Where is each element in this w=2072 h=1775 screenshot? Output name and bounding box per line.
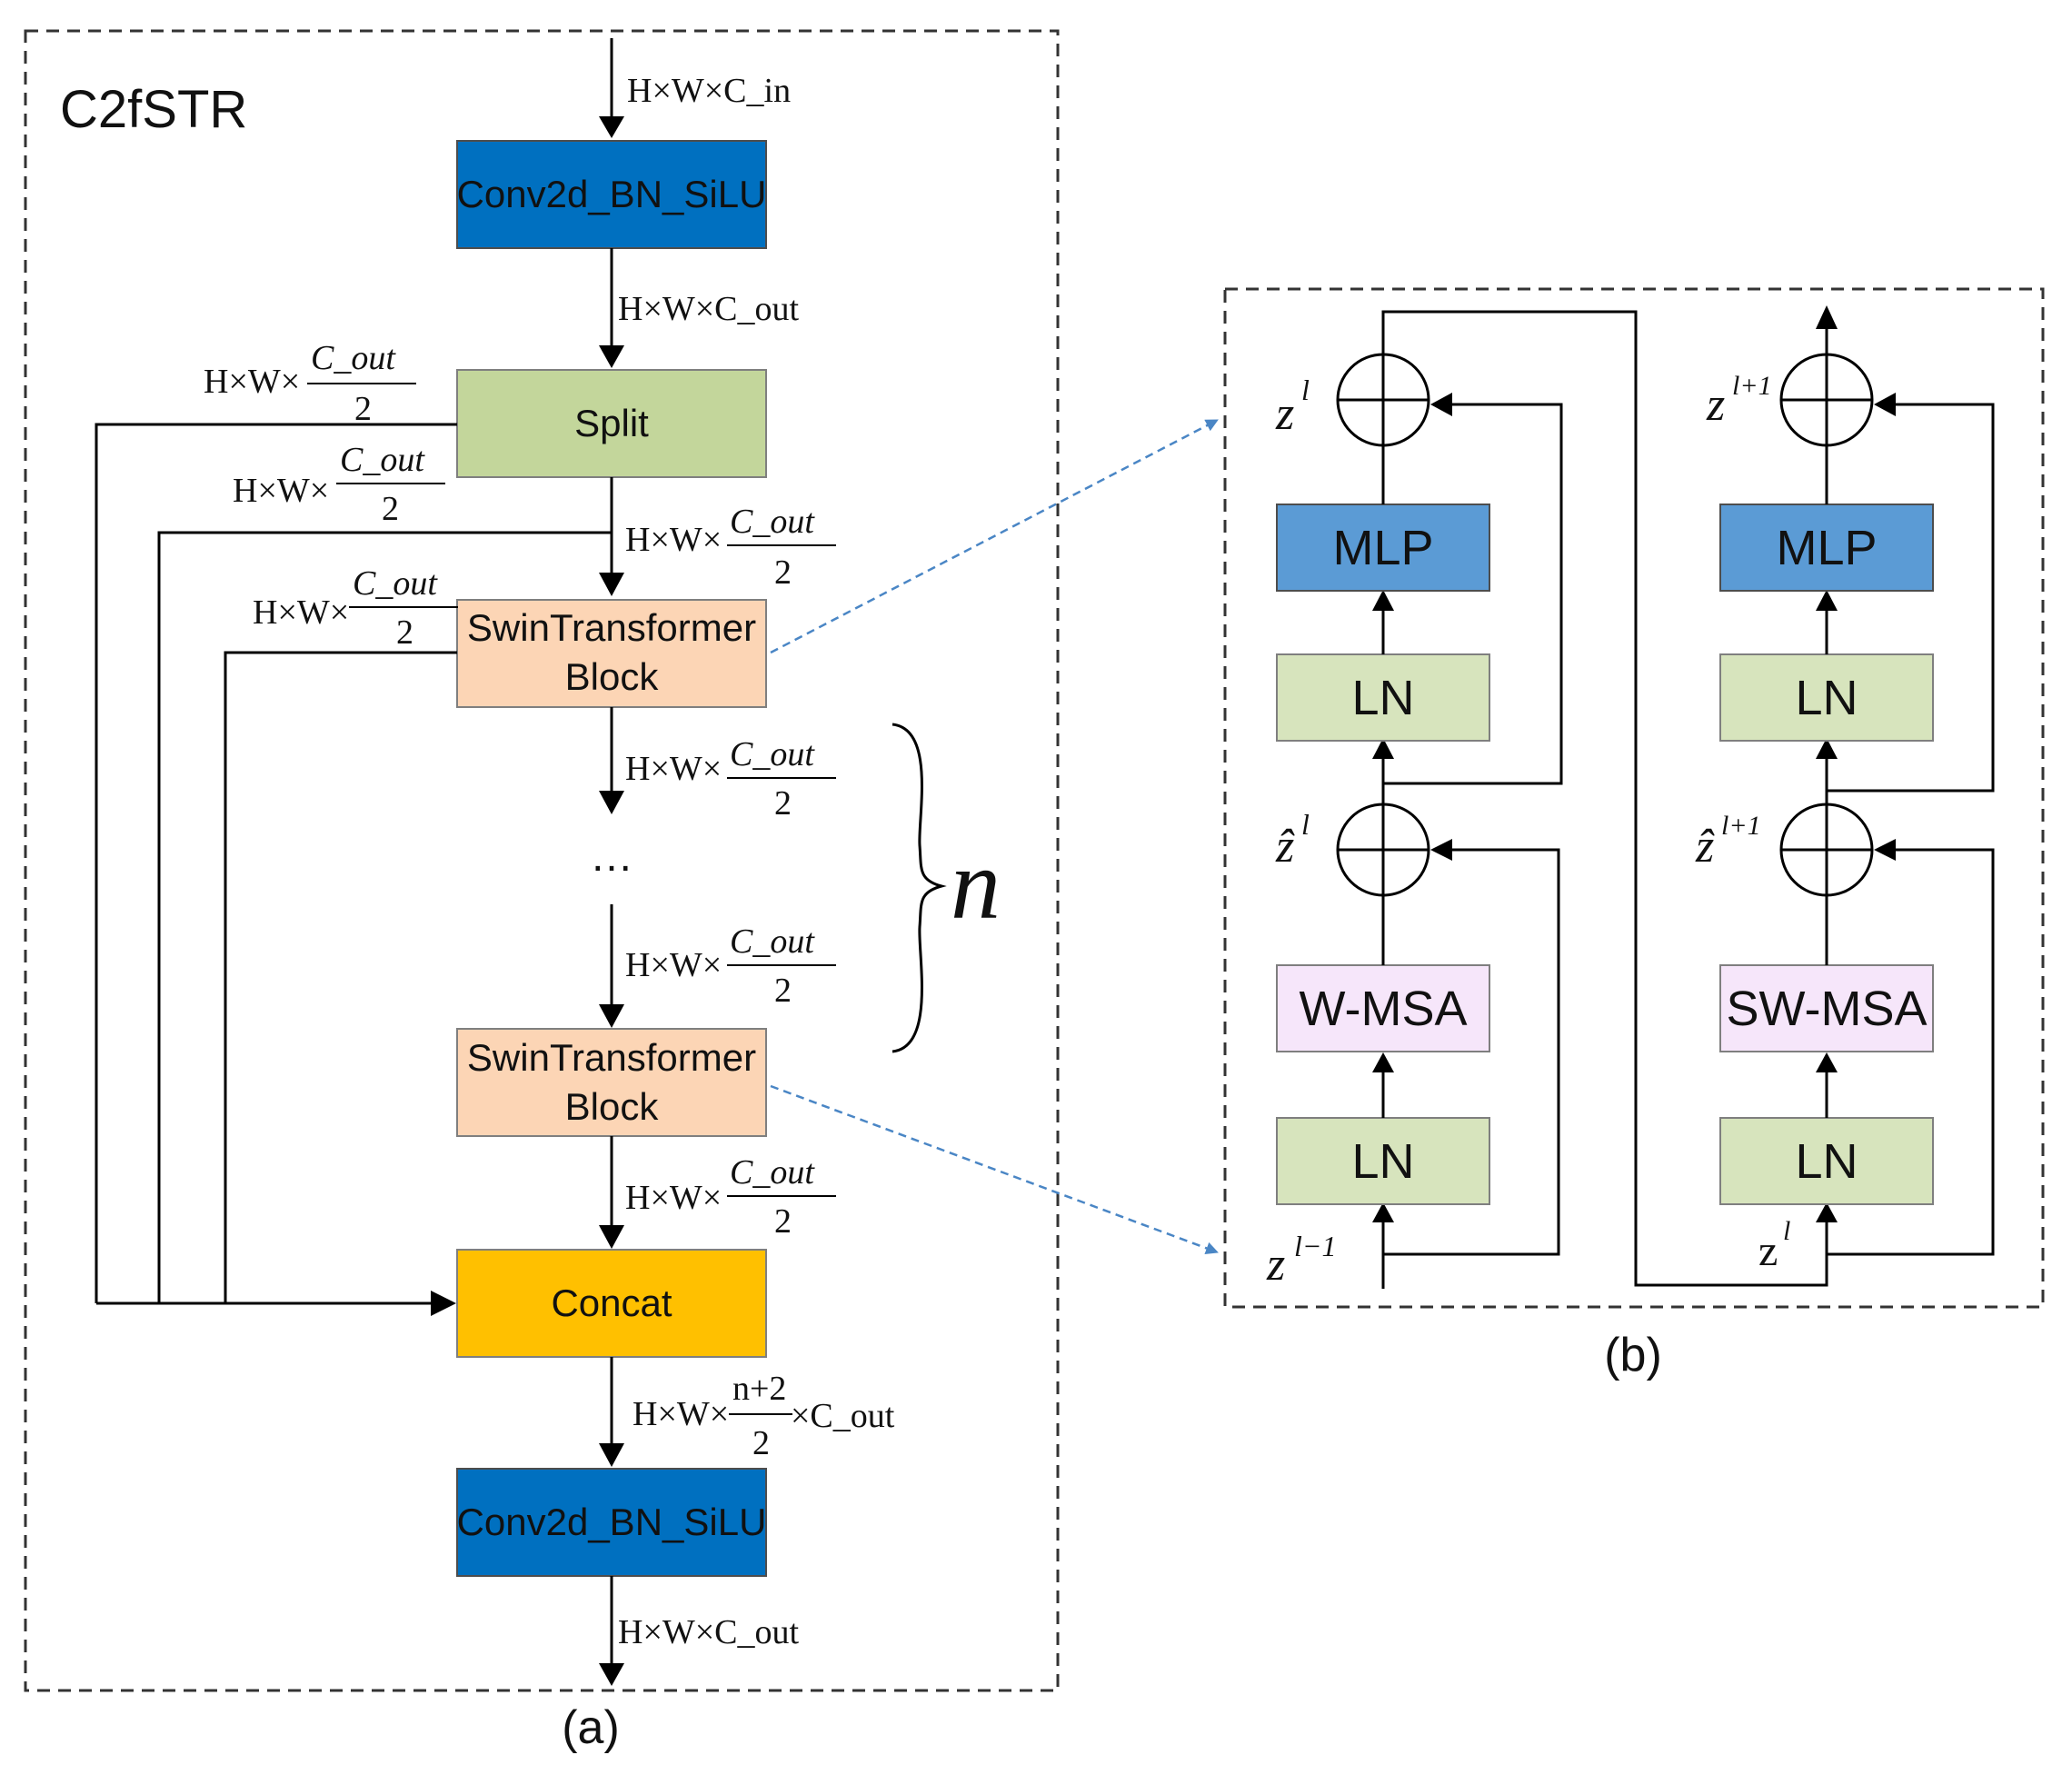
svg-text:z: z	[1758, 1227, 1778, 1275]
conv-bottom-label: Conv2d_BN_SiLU	[457, 1501, 767, 1543]
svg-text:H×W×: H×W×	[204, 363, 300, 401]
svg-text:l−1: l−1	[1294, 1230, 1336, 1262]
right-ln-top	[1719, 653, 1934, 742]
right-mlp	[1719, 504, 1934, 592]
conv-top-label: Conv2d_BN_SiLU	[457, 173, 767, 215]
svg-text:2: 2	[752, 1424, 770, 1462]
right-z-in: z l	[1758, 1216, 1790, 1275]
concat-block	[456, 1249, 767, 1358]
left-ln-bottom	[1276, 1117, 1490, 1205]
panel-b-frame	[1223, 287, 2045, 1309]
swin-block-1	[456, 599, 767, 708]
left-z-in: z l−1	[1266, 1230, 1336, 1291]
left-z-hat: ẑ l	[1275, 808, 1310, 873]
label-swin2-in: H×W× C_out 2	[625, 922, 836, 1010]
svg-text:C_out: C_out	[730, 1153, 815, 1192]
svg-text:×C_out: ×C_out	[791, 1397, 895, 1435]
svg-text:MLP: MLP	[1776, 521, 1877, 575]
label-split-out-main: H×W× C_out 2	[625, 503, 836, 592]
svg-text:H×W×: H×W×	[253, 593, 349, 632]
swin2-label-line2: Block	[565, 1085, 660, 1128]
svg-text:LN: LN	[1795, 671, 1858, 725]
svg-text:C_out: C_out	[730, 922, 815, 961]
svg-text:H×W×: H×W×	[633, 1395, 729, 1433]
label-swin1-out: H×W× C_out 2	[625, 735, 836, 823]
svg-text:SW-MSA: SW-MSA	[1726, 982, 1927, 1036]
swin1-label-line1: SwinTransformer	[467, 606, 756, 649]
label-swin1-skip: H×W× C_out 2	[253, 564, 458, 652]
svg-text:2: 2	[774, 972, 792, 1010]
svg-text:C_out: C_out	[311, 339, 396, 377]
svg-text:C_out: C_out	[730, 735, 815, 773]
svg-text:H×W×: H×W×	[625, 946, 722, 984]
svg-text:W-MSA: W-MSA	[1300, 982, 1468, 1036]
svg-text:C_out: C_out	[340, 441, 425, 479]
svg-text:l: l	[1301, 808, 1310, 841]
panel-b-caption: (b)	[1604, 1329, 1662, 1381]
svg-text:LN: LN	[1351, 671, 1414, 725]
svg-text:ẑ: ẑ	[1695, 821, 1715, 873]
label-concat-out: H×W× n+2 2 ×C_out	[633, 1370, 895, 1462]
svg-text:C_out: C_out	[730, 503, 815, 541]
svg-text:l: l	[1301, 374, 1310, 406]
svg-text:MLP: MLP	[1332, 521, 1433, 575]
svg-text:2: 2	[382, 490, 399, 528]
svg-text:n+2: n+2	[732, 1370, 786, 1408]
panel-a-title: C2fSTR	[60, 80, 247, 139]
svg-text:LN: LN	[1351, 1134, 1414, 1189]
swin1-label-line2: Block	[565, 655, 660, 698]
svg-text:C_out: C_out	[353, 564, 438, 603]
label-split-out-2: H×W× C_out 2	[233, 441, 445, 528]
svg-text:l: l	[1783, 1216, 1790, 1246]
swin2-label-line1: SwinTransformer	[467, 1036, 756, 1079]
svg-text:H×W×: H×W×	[625, 521, 722, 559]
svg-text:z: z	[1266, 1239, 1285, 1291]
svg-text:2: 2	[774, 1202, 792, 1241]
right-z-hat: ẑ l+1	[1695, 811, 1761, 873]
svg-text:l+1: l+1	[1732, 371, 1772, 401]
svg-text:2: 2	[774, 784, 792, 823]
repeat-brace	[892, 723, 947, 1053]
ellipsis: …	[590, 833, 633, 881]
swin-block-2	[456, 1028, 767, 1137]
panel-a-frame	[24, 29, 1060, 1692]
left-msa	[1276, 964, 1490, 1052]
svg-text:z: z	[1706, 379, 1725, 431]
repeat-symbol: n	[951, 829, 1001, 940]
svg-text:2: 2	[396, 613, 413, 652]
right-z-out: z l+1	[1706, 371, 1772, 431]
conv-bottom-block	[456, 1468, 767, 1577]
svg-text:H×W×: H×W×	[625, 750, 722, 788]
svg-text:2: 2	[354, 390, 372, 428]
svg-text:H×W×: H×W×	[625, 1179, 722, 1217]
svg-text:z: z	[1275, 388, 1294, 440]
concat-label: Concat	[551, 1281, 672, 1324]
right-ln-bottom	[1719, 1117, 1934, 1205]
svg-text:2: 2	[774, 553, 792, 592]
link-swin2-to-detail	[770, 1084, 1219, 1255]
left-column: LN W-MSA LN MLP	[1276, 310, 1828, 1289]
svg-text:H×W×: H×W×	[233, 472, 329, 510]
panel-a-caption: (a)	[562, 1701, 620, 1754]
link-swin1-to-detail	[770, 418, 1219, 654]
label-after-conv: H×W×C_out	[618, 290, 800, 328]
split-block	[456, 369, 767, 478]
left-mlp	[1276, 504, 1490, 592]
left-z-out: z l	[1275, 374, 1310, 440]
svg-text:LN: LN	[1795, 1134, 1858, 1189]
svg-text:l+1: l+1	[1721, 811, 1761, 841]
label-swin2-out: H×W× C_out 2	[625, 1153, 836, 1241]
label-output: H×W×C_out	[618, 1613, 800, 1651]
svg-text:ẑ: ẑ	[1275, 821, 1295, 873]
right-column: LN SW-MSA LN MLP	[1719, 305, 1995, 1272]
label-input: H×W×C_in	[627, 72, 791, 110]
split-label: Split	[574, 402, 649, 444]
label-split-out-1: H×W× C_out 2	[204, 339, 416, 428]
